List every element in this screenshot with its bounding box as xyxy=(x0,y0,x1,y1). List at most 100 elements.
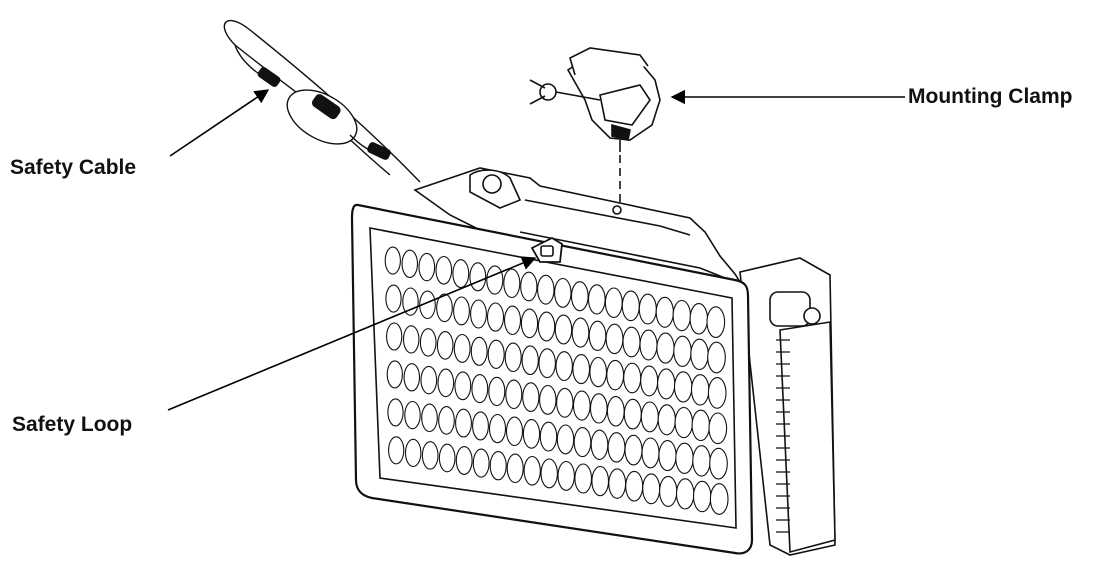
led-lens xyxy=(656,332,675,364)
led-lens xyxy=(638,293,657,325)
led-lens xyxy=(437,368,455,398)
led-lens xyxy=(692,445,711,477)
led-lens xyxy=(639,329,658,361)
led-lens xyxy=(404,438,422,468)
led-lens xyxy=(469,262,487,292)
led-lens xyxy=(453,333,471,363)
led-lens xyxy=(571,317,590,348)
led-lens xyxy=(455,446,473,475)
led-lens xyxy=(452,259,470,289)
led-lens xyxy=(690,338,709,371)
led-lens xyxy=(658,440,677,472)
mounting-clamp-label: Mounting Clamp xyxy=(908,85,1073,108)
led-lens xyxy=(674,406,694,439)
led-lens xyxy=(690,374,710,406)
led-lens xyxy=(591,465,610,497)
led-lens xyxy=(520,271,538,302)
led-lens xyxy=(503,305,522,336)
led-lens xyxy=(707,341,726,374)
led-lens xyxy=(554,314,573,345)
led-lens xyxy=(503,268,521,299)
led-lens xyxy=(657,368,676,400)
leader-safety-loop xyxy=(167,256,537,411)
led-lens xyxy=(706,306,726,338)
led-lens xyxy=(435,255,453,285)
led-lens xyxy=(709,447,728,480)
led-lens xyxy=(436,293,453,323)
led-lens xyxy=(604,287,623,318)
led-lens xyxy=(523,455,541,486)
led-lens xyxy=(557,460,575,491)
led-lens xyxy=(470,336,488,366)
led-lens xyxy=(487,339,505,369)
led-lens xyxy=(539,384,557,415)
led-lens xyxy=(421,403,438,433)
led-lens xyxy=(554,277,572,308)
led-lens xyxy=(555,351,573,382)
mounting-clamp-icon xyxy=(529,47,661,205)
led-lens xyxy=(385,284,402,313)
led-lens xyxy=(589,393,608,424)
led-lens xyxy=(418,252,436,282)
led-lens xyxy=(588,320,607,351)
led-lens xyxy=(404,400,421,430)
led-lens xyxy=(605,323,624,355)
safety-cable-label: Safety Cable xyxy=(10,156,137,179)
led-lens xyxy=(589,356,608,388)
led-lens xyxy=(572,390,591,421)
led-lens xyxy=(386,360,403,389)
led-lens xyxy=(539,421,558,452)
leader-safety-cable xyxy=(169,89,270,157)
led-lens xyxy=(505,416,524,447)
led-lens xyxy=(540,458,558,489)
led-lens xyxy=(673,371,693,403)
led-lens xyxy=(486,302,505,332)
led-lens xyxy=(574,463,593,494)
safety-loop-label: Safety Loop xyxy=(12,413,133,436)
led-lens xyxy=(556,424,575,455)
led-lens xyxy=(621,290,640,322)
led-lens xyxy=(538,348,556,379)
led-lens xyxy=(673,335,692,367)
led-lens xyxy=(453,296,470,326)
led-lens xyxy=(488,413,507,444)
led-lens xyxy=(520,308,539,339)
led-lens xyxy=(454,371,472,401)
led-lens xyxy=(556,387,574,418)
led-lens xyxy=(521,345,539,376)
led-lens xyxy=(623,362,642,394)
led-lens xyxy=(622,326,641,358)
led-lens xyxy=(642,473,661,505)
led-lens xyxy=(471,374,489,404)
led-lens-grid xyxy=(384,246,729,515)
led-lens xyxy=(624,434,643,466)
led-lens xyxy=(436,331,454,360)
led-lens xyxy=(386,322,403,351)
led-lens xyxy=(419,328,437,357)
led-lens xyxy=(709,483,729,515)
led-lens xyxy=(640,365,659,397)
led-lens xyxy=(472,411,489,441)
led-lens xyxy=(608,468,627,499)
led-lens xyxy=(590,429,609,460)
led-lens xyxy=(522,419,541,449)
led-lens xyxy=(388,436,405,465)
led-lens xyxy=(402,325,420,354)
led-lens xyxy=(438,443,456,473)
leader-lines xyxy=(167,89,905,411)
led-lens xyxy=(691,409,711,442)
led-lens xyxy=(438,406,455,435)
led-lens xyxy=(570,281,589,312)
led-lens xyxy=(522,382,540,412)
led-lens xyxy=(707,377,727,409)
led-lens xyxy=(488,376,506,407)
led-lens xyxy=(625,470,644,502)
led-lens xyxy=(537,274,555,305)
led-lens xyxy=(505,379,523,410)
led-lens xyxy=(606,359,625,391)
led-lens xyxy=(472,448,490,478)
led-lens xyxy=(587,284,606,315)
led-lens xyxy=(657,404,676,436)
led-lens xyxy=(401,249,419,278)
led-lens xyxy=(607,432,626,463)
